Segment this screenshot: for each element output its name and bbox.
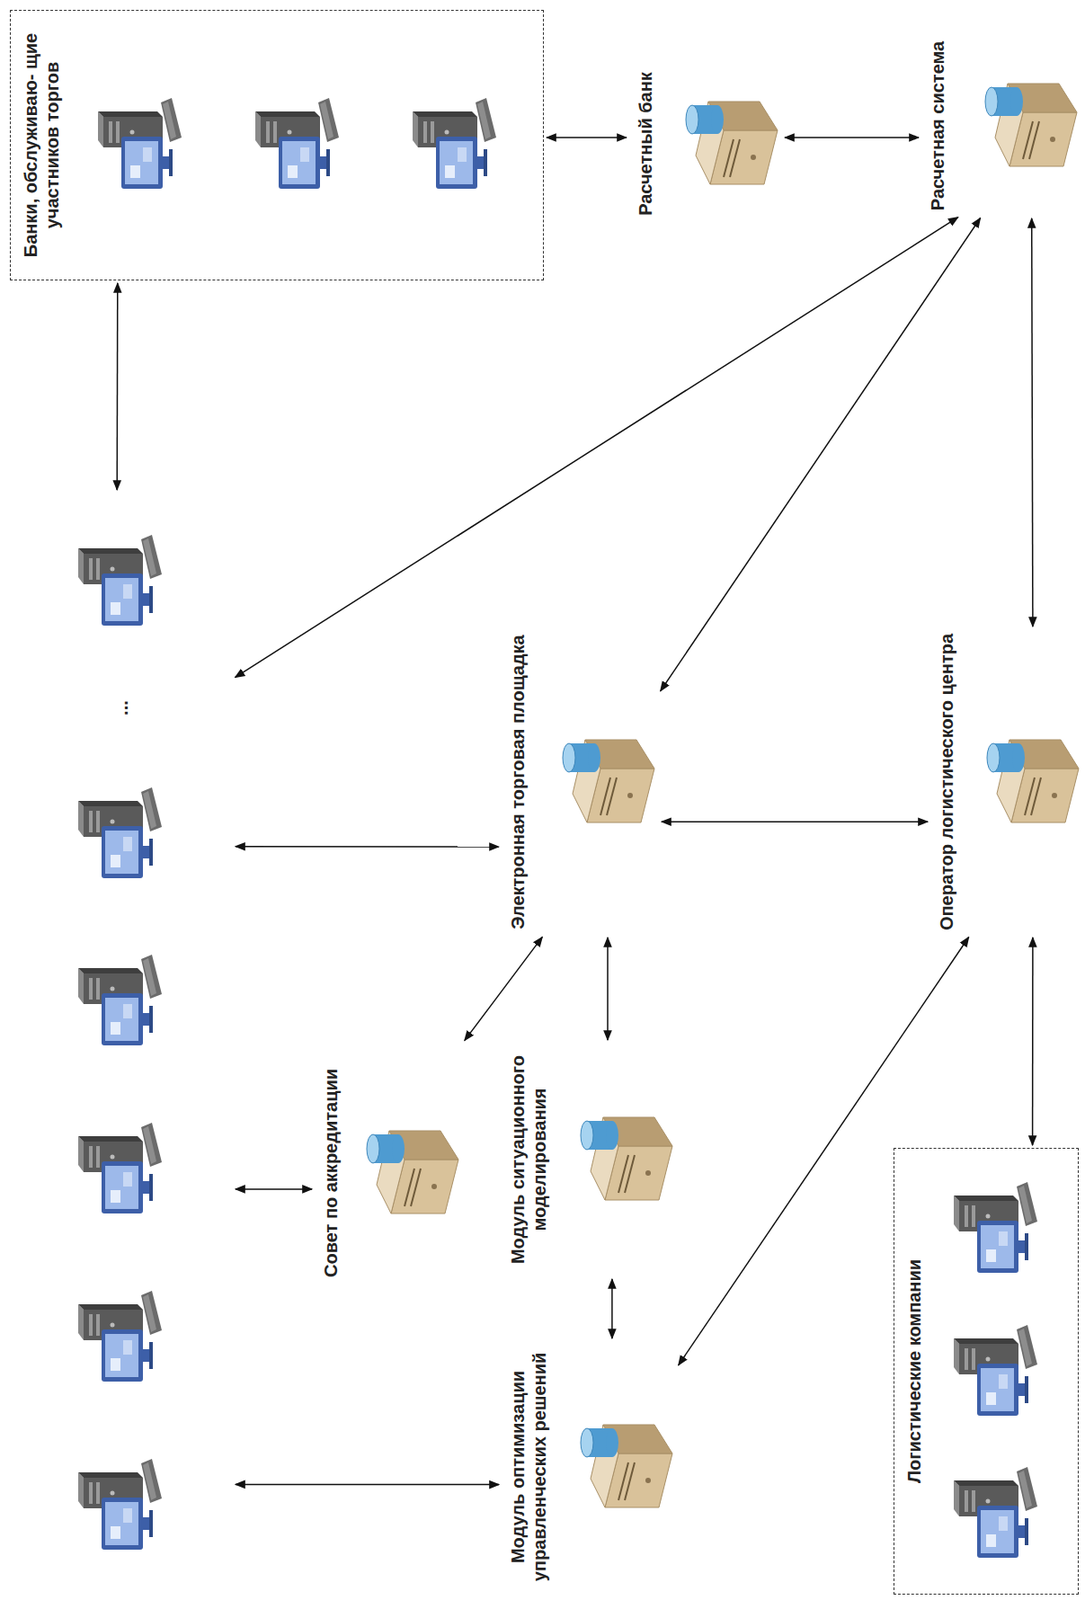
node-label: Оператор логистического центра <box>935 633 958 931</box>
connector-arrow <box>660 218 981 692</box>
logistics-group: Логистические компании <box>893 1147 1079 1595</box>
node-label: Логистические компании <box>903 1259 925 1484</box>
server-icon <box>355 1114 463 1232</box>
node-label: Электронная торговая площадка <box>506 634 529 929</box>
node-label: Модуль ситуационного моделирования <box>506 1042 551 1277</box>
server-icon <box>569 1408 677 1526</box>
connector-arrow <box>546 136 627 139</box>
node-label: Совет по аккредитации <box>320 1068 342 1278</box>
connector-arrow <box>464 936 543 1041</box>
computer-icon <box>76 532 167 632</box>
connector-arrow <box>235 1188 312 1191</box>
server-node: Совет по аккредитации <box>314 1042 463 1304</box>
computer-icon <box>96 96 187 196</box>
server-node: Модуль оптимизации управленческих решени… <box>501 1341 677 1593</box>
connector-arrow <box>115 283 118 490</box>
computer-icon <box>76 1456 167 1556</box>
connector-arrow <box>784 136 919 139</box>
node-label: Банки, обслуживаю- щие участников торгов <box>19 28 63 263</box>
server-icon <box>551 723 659 841</box>
server-node: Расчетный банк <box>629 58 783 230</box>
node-label: Расчетный банк <box>634 71 657 216</box>
computer-icon <box>951 1179 1042 1279</box>
computer-row <box>924 1157 1069 1585</box>
bank-group: Банки, обслуживаю- щие участников торгов <box>9 9 544 281</box>
computer-row <box>62 19 534 271</box>
computer-icon <box>76 1120 167 1219</box>
connector-arrow <box>678 937 970 1366</box>
computer-icon <box>951 1464 1042 1564</box>
node-label: Модуль оптимизации управленческих решени… <box>506 1341 551 1593</box>
server-icon <box>674 85 783 203</box>
participant-group: ... <box>9 492 233 1595</box>
computer-icon <box>410 96 501 196</box>
server-node: Расчетная система <box>921 35 1082 216</box>
computer-icon <box>253 96 344 196</box>
connector-arrow <box>235 217 959 678</box>
server-node: Модуль ситуационного моделирования <box>501 1042 677 1277</box>
computer-icon <box>76 1288 167 1388</box>
computer-icon <box>76 951 167 1051</box>
server-node: Оператор логистического центра <box>930 629 1084 935</box>
connector-arrow <box>1031 218 1033 627</box>
computer-icon <box>951 1322 1042 1422</box>
connector-arrow <box>606 937 609 1041</box>
server-icon <box>569 1101 677 1219</box>
connector-arrow <box>235 1484 499 1486</box>
connector-arrow <box>611 1279 614 1339</box>
server-node: Электронная торговая площадка <box>501 629 659 935</box>
connector-arrow <box>1031 937 1034 1146</box>
computer-icon <box>76 784 167 884</box>
node-label: Расчетная система <box>926 41 949 211</box>
server-icon <box>973 67 1082 185</box>
connector-arrow <box>661 820 928 823</box>
ellipsis-mark: ... <box>110 700 133 716</box>
connector-arrow <box>235 845 499 848</box>
server-icon <box>975 723 1084 841</box>
